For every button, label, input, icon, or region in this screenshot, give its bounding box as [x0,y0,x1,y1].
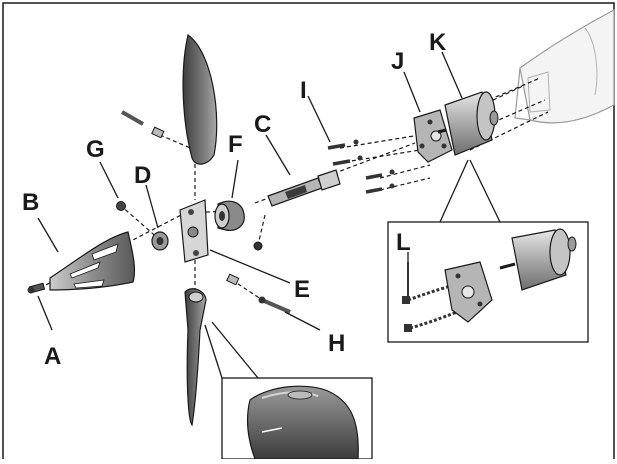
upper-propeller-blade [182,33,218,165]
part-e-hub [179,199,209,263]
label-e: E [294,276,310,303]
label-d: D [134,162,151,189]
label-k: K [429,29,447,56]
inset-l-callout-lines [439,159,501,223]
label-g: G [86,136,105,163]
label-i: I [300,77,307,104]
fuselage-nose [514,9,615,124]
upper-blade-sleeve [151,126,165,139]
part-j-mount-plate [413,109,453,163]
part-c-shaft [267,169,341,207]
label-a: A [44,343,61,370]
inset-blade-callout-lines [204,321,259,379]
spinner-screw [27,282,46,294]
label-j: J [391,48,404,75]
part-d-nut [151,231,169,251]
lower-propeller-blade [184,288,207,427]
upper-blade-bolt [121,110,144,126]
label-h: H [328,330,345,357]
part-small-nut [253,241,263,251]
part-k-motor [437,91,499,156]
frame-border [2,2,615,459]
part-h-bolt [258,296,291,314]
part-h-sleeve [226,273,240,286]
leader-lines [37,51,463,331]
part-g-nut [116,201,126,211]
inset-l-content [402,228,577,332]
spinner-cone [49,231,136,291]
label-b: B [22,189,39,216]
label-c: C [254,111,271,138]
part-f-adapter [214,200,245,231]
label-f: F [228,131,243,158]
part-i-screws [327,139,395,194]
inset-blade-content [246,385,359,460]
label-l: L [396,229,411,256]
